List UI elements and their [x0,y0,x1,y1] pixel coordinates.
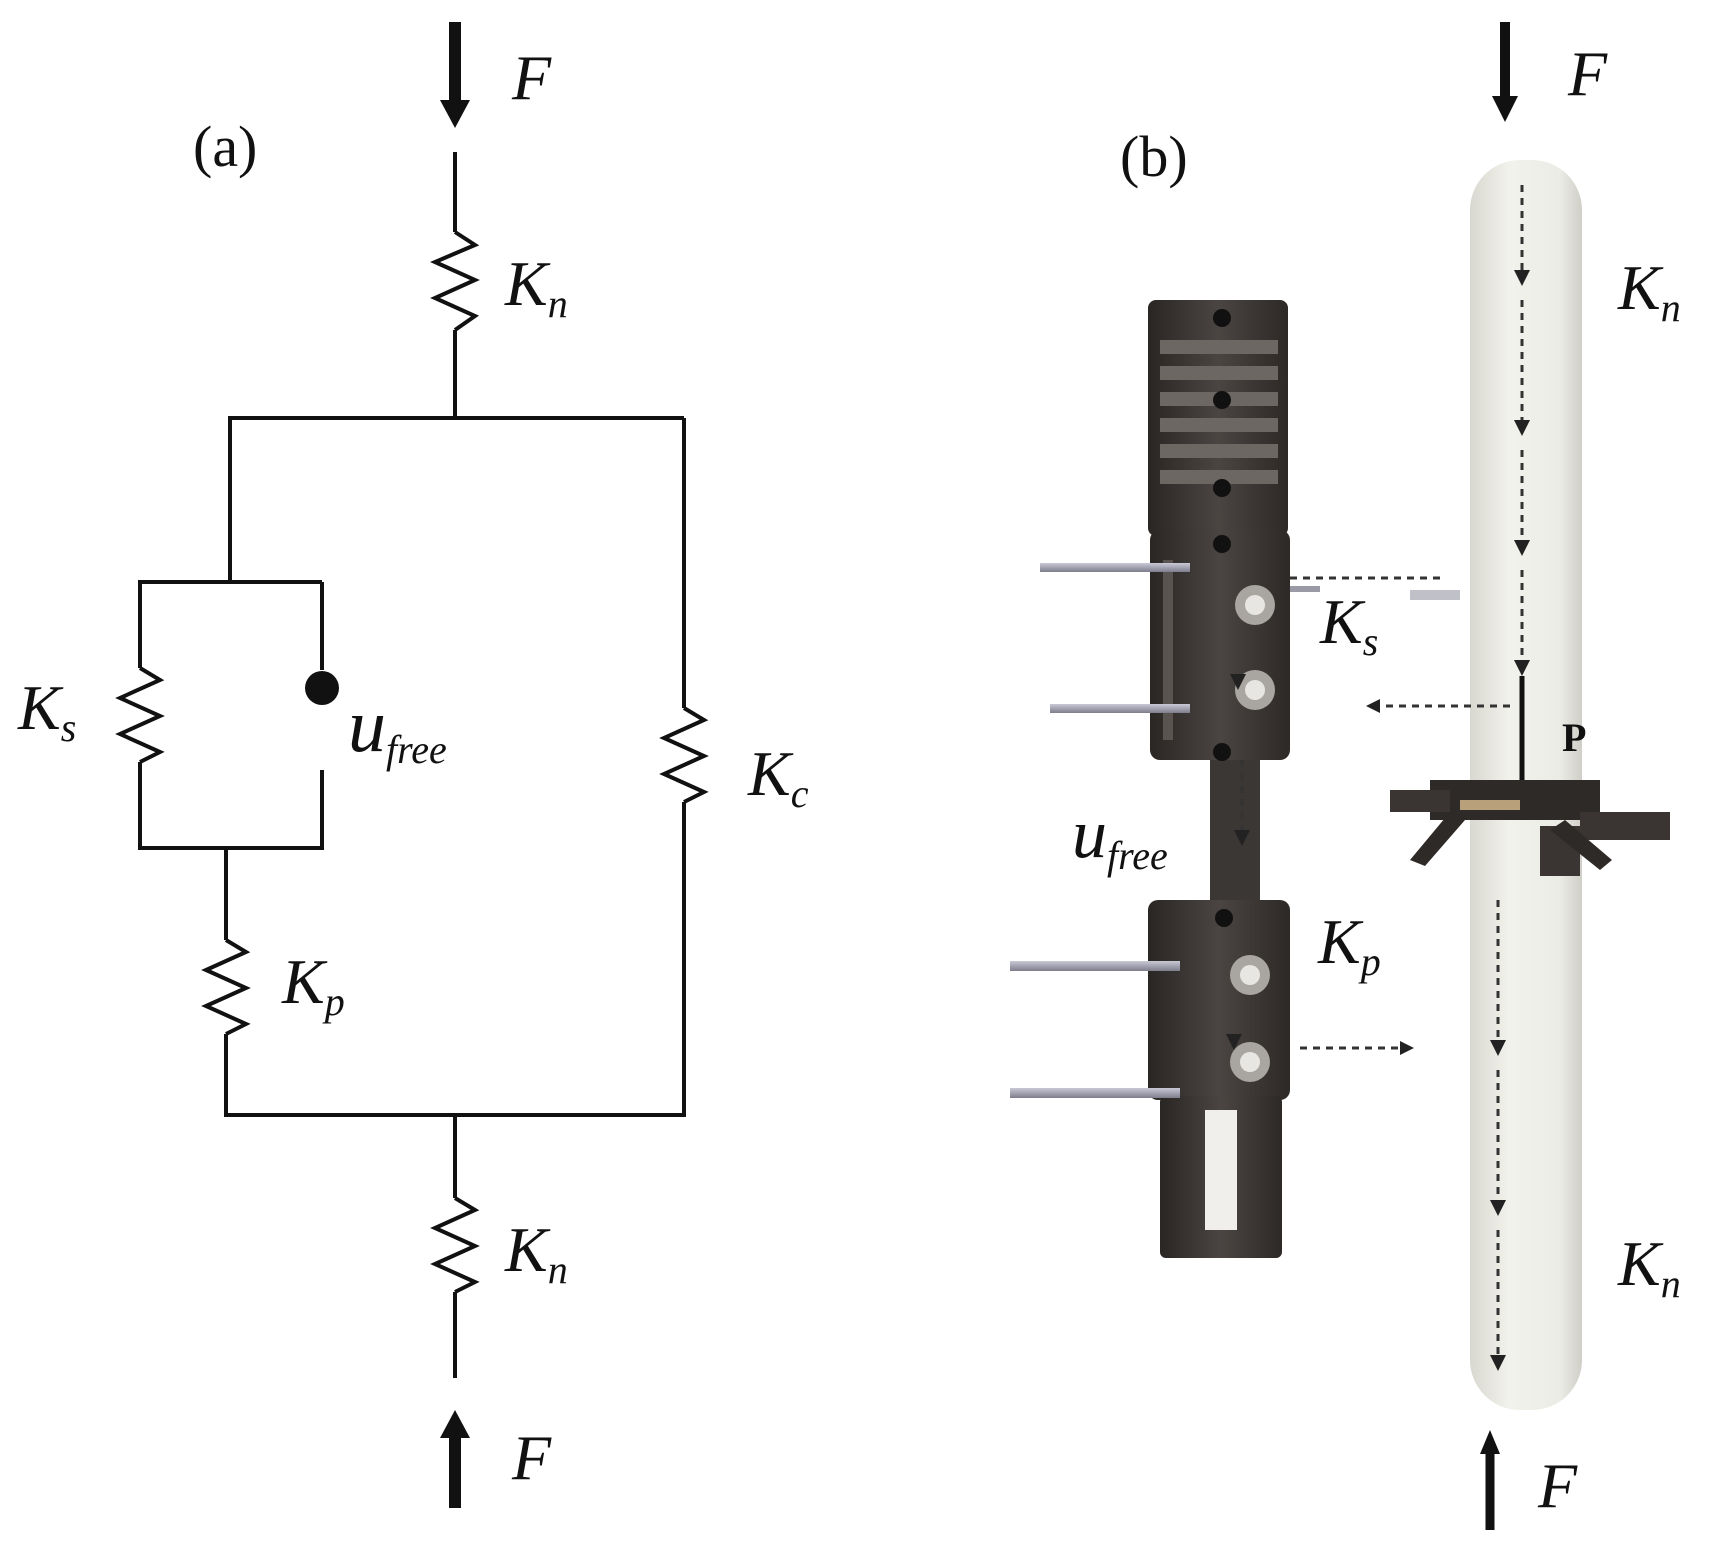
panel-b-illustration [1010,22,1670,1530]
force-arrow-bottom-b [1480,1430,1500,1530]
panel-a-title: (a) [193,114,258,179]
panel-a-diagram [115,22,709,1508]
kn-top-label-b: Kn [1618,252,1681,330]
force-arrow-bottom [440,1410,470,1508]
ks-label-b: Ks [1320,586,1379,664]
fixator-upper-rail [1148,300,1288,536]
kn-bottom-label: Kn [505,1214,568,1292]
ks-label: Ks [18,672,77,750]
kn-top-label: Kn [505,248,568,326]
force-arrow-top-b [1492,22,1518,122]
kn-bottom-label-b: Kn [1618,1228,1681,1306]
spring-kp [201,938,251,1036]
spring-kn-bottom [430,1196,480,1294]
load-clamp [1390,780,1670,876]
kp-label: Kp [282,946,345,1024]
fixator-lower-rail [1160,1096,1282,1258]
ufree-node [305,671,339,705]
force-bottom-label-b: F [1538,1450,1578,1521]
panel-b-title: (b) [1120,124,1188,189]
spring-kn-top [430,230,480,332]
kc-label: Kc [748,738,809,816]
bone-pins [1010,563,1460,1098]
ufree-label-b: ufree [1072,796,1168,878]
kp-label-b: Kp [1318,906,1381,984]
transfer-arrows [1240,576,1510,1050]
force-bottom-label: F [512,1422,552,1493]
force-top-label: F [512,42,552,113]
fixator-upper-clamp [1150,530,1290,760]
ufree-label: ufree [348,684,447,772]
spring-ks [115,666,165,764]
fixator-lower-clamp [1148,900,1290,1100]
spring-kc [659,706,709,804]
force-top-label-b: F [1568,38,1608,109]
force-arrow-top [440,22,470,128]
load-point-label: P [1562,715,1587,760]
fixator-connecting-bar [1210,743,1260,910]
